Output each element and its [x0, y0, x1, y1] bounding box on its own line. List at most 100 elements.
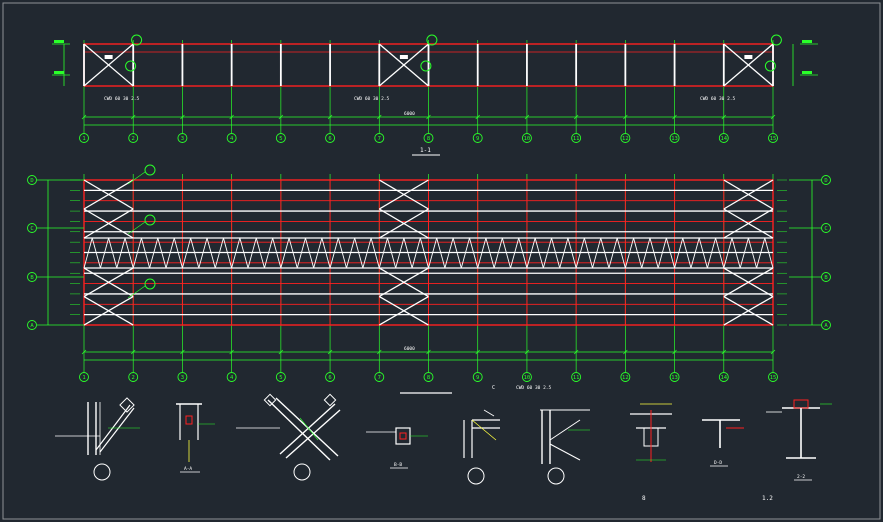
plan-row-bubble: [821, 223, 831, 233]
elevation-axis-bubble: [521, 133, 532, 143]
plan-truss-web: [280, 237, 290, 269]
elevation-axis-label: 9: [476, 136, 479, 142]
elevation-level-value: [802, 71, 812, 74]
plan-truss-web: [272, 237, 282, 269]
plan-truss-web: [583, 237, 593, 269]
elevation-axis-label: 6: [328, 136, 331, 142]
plan-truss-web: [288, 237, 298, 269]
plan-truss-web: [518, 237, 528, 269]
elevation-brace: [723, 43, 774, 87]
plan-truss-web: [575, 237, 585, 269]
plan-truss-web: [83, 237, 93, 269]
plan-truss-web: [321, 237, 331, 269]
elevation-note-3: CWD 60 30 2.5: [700, 96, 736, 102]
plan-truss-web: [739, 237, 749, 269]
plan-brace: [378, 295, 429, 326]
plan-row-label: B: [824, 275, 828, 281]
elevation-callout-bubble: [770, 34, 782, 46]
plan-truss-web: [239, 237, 249, 269]
detail-6-marker: [547, 467, 565, 485]
plan-row-bubble: [27, 175, 37, 185]
detail-2: A-A: [176, 403, 215, 473]
plan-truss-web: [247, 237, 257, 269]
plan-axis-label: 4: [230, 375, 234, 381]
plan-axis-label: 9: [476, 375, 479, 381]
plan-truss-web: [477, 237, 487, 269]
detail-3: [236, 393, 341, 481]
plan-braces: [83, 164, 774, 326]
connection-details: A-A B-B: [55, 393, 832, 502]
plan-truss-web: [460, 237, 470, 269]
plan-truss-web: [657, 237, 667, 269]
plan-axis-label: 15: [770, 375, 777, 381]
plan-truss-web: [140, 237, 151, 269]
plan-callout-leader: [127, 221, 146, 235]
plan-axis-bubble: [374, 372, 385, 382]
plan-truss-web: [395, 237, 405, 269]
plan-truss-web: [452, 237, 462, 269]
elevation-axis-label: 12: [622, 136, 629, 142]
plan-truss-web: [493, 237, 503, 269]
elevation-callout-bubble: [764, 60, 776, 72]
detail-scale-b: 1.2: [762, 495, 773, 502]
elevation-axis-bubble: [571, 133, 582, 143]
plan-axis-label: 13: [671, 375, 678, 381]
plan-axis-label: 11: [573, 375, 580, 381]
elevation-axis-label: 2: [132, 136, 135, 142]
plan-axis-bubble: [275, 372, 286, 382]
plan-truss-web: [542, 237, 552, 269]
plan-truss-web: [756, 237, 766, 269]
elevation-axis-bubble: [275, 133, 286, 143]
plan-truss-web: [444, 237, 454, 269]
plan-truss-web: [510, 237, 520, 269]
plan-truss-web: [469, 237, 479, 269]
elevation-axis-bubble: [374, 133, 385, 143]
elevation-axis-bubble: [768, 133, 778, 143]
elevation-note-1: CWD 60 30 2.5: [104, 96, 140, 102]
plan-truss-web: [600, 237, 610, 269]
plan-truss-web: [165, 237, 175, 269]
plan-truss-web: [337, 237, 347, 269]
plan-truss-web: [526, 237, 536, 269]
plan-truss-web: [116, 237, 126, 269]
detail-1-marker: [93, 463, 111, 481]
plan-truss-web: [764, 237, 774, 269]
plan-axis-label: 10: [524, 375, 531, 381]
plan-truss-web: [731, 237, 741, 269]
plan-truss-web: [665, 237, 676, 269]
plan-brace: [723, 295, 774, 326]
plan-axis-bubble: [325, 372, 336, 382]
elevation-callout-bubble: [131, 34, 143, 46]
plan-row-label: B: [30, 275, 34, 281]
plan-axis-bubble: [177, 372, 188, 382]
plan-truss-web: [149, 237, 159, 269]
elevation-axis-bubble: [128, 133, 139, 143]
detail-6: [540, 409, 590, 485]
elevation-axis-bubble: [177, 133, 188, 143]
detail-label-a: A-A: [184, 466, 192, 472]
elevation-span-label: 6000: [404, 111, 415, 117]
plan-axis-label: 2: [132, 375, 135, 381]
plan-row-bubble: [27, 320, 37, 330]
plan-truss-web: [698, 237, 708, 269]
plan-truss-web: [706, 237, 717, 269]
plan-row-label: A: [30, 323, 34, 329]
plan-truss-web: [99, 237, 110, 269]
plan-axis-bubble: [768, 372, 778, 382]
plan-truss-web: [255, 237, 265, 269]
elevation-axis-bubble: [669, 133, 680, 143]
plan-truss-web: [124, 237, 134, 269]
plan-brace: [723, 208, 774, 239]
plan-axis-bubble: [620, 372, 631, 382]
plan-row-label: D: [30, 178, 33, 184]
elevation-brace-tag: [399, 55, 408, 59]
plan-truss-web: [534, 237, 544, 269]
elevation-axis-bubble: [423, 133, 434, 143]
plan-brace: [83, 179, 134, 210]
detail-5: [463, 409, 500, 485]
plan-truss-web: [313, 237, 323, 269]
